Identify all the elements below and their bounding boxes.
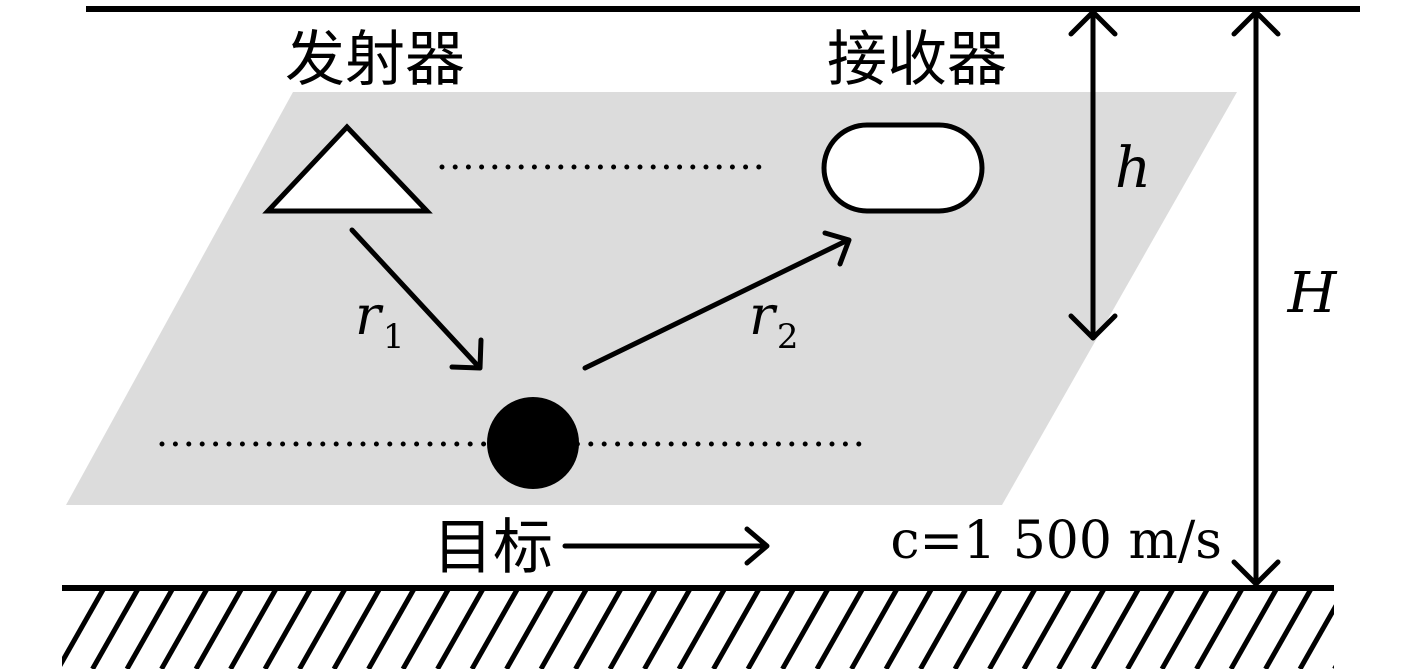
H-dimension-arrow [1231,9,1281,587]
seabed-hatch-line [228,588,279,669]
seabed-hatch-line [193,588,245,669]
transmitter-label: 发射器 [285,25,465,95]
seabed-hatch-line [849,588,900,669]
seabed-hatch-line [952,588,1004,669]
seabed-hatch-line [745,588,797,669]
seabed-hatch-line [90,588,141,669]
seabed-hatch-line [814,588,866,669]
seabed-hatch-line [331,588,383,669]
seabed-hatch-line [297,588,348,669]
r1-base: r [355,284,384,347]
seabed-hatch-line [1228,588,1280,669]
seabed-hatch-line [987,588,1038,669]
r2-base: r [749,284,778,347]
seabed-hatch-line [711,588,762,669]
seabed-hatch-line [366,588,417,669]
H-label: H [1287,261,1338,326]
seabed-hatch-line [504,588,555,669]
seabed-hatch-line [1263,588,1314,669]
seabed-hatching [62,588,1334,669]
seabed-hatch-line [124,588,176,669]
seabed-hatch-line [883,588,935,669]
seabed-hatch-line [1194,588,1245,669]
r1-label: r1 [355,284,404,357]
h-label: h [1115,136,1151,201]
seabed-hatch-line [159,588,210,669]
seabed-hatch-line [1125,588,1176,669]
seabed-hatch-line [400,588,452,669]
seabed-hatch-line [262,588,314,669]
target-label: 目标 [433,513,553,583]
seabed-hatch-line [607,588,659,669]
r2-subscript: 2 [777,317,799,357]
transmitter-triangle [262,123,433,214]
target-motion-arrow [562,526,770,566]
sound-speed-label: c=1 500 m/s [890,511,1222,571]
seabed-hatch-line [1090,588,1142,669]
seabed-hatch-line [469,588,521,669]
r2-label: r2 [749,284,798,357]
seabed-hatch-line [918,588,969,669]
receiver-capsule [821,122,985,214]
seabed-hatch-line [642,588,693,669]
seabed-hatch-line [573,588,624,669]
r2-arrow [582,230,852,371]
seabed-hatch-line [1021,588,1073,669]
seabed-hatch-line [435,588,486,669]
receiver-label: 接收器 [827,25,1007,95]
seabed-hatch-line [1159,588,1211,669]
seabed-hatch-line [1056,588,1107,669]
r1-subscript: 1 [383,317,405,357]
seabed-hatch-line [780,588,831,669]
seabed-hatch-line [1297,604,1334,669]
seabed-hatch-line [676,588,728,669]
h-dimension-arrow [1068,9,1118,341]
target-circle [487,397,579,489]
seabed-hatch-line [1332,664,1334,669]
seabed-hatch-line [538,588,590,669]
seabed-hatch-line [62,588,107,668]
r1-arrow [349,227,484,371]
